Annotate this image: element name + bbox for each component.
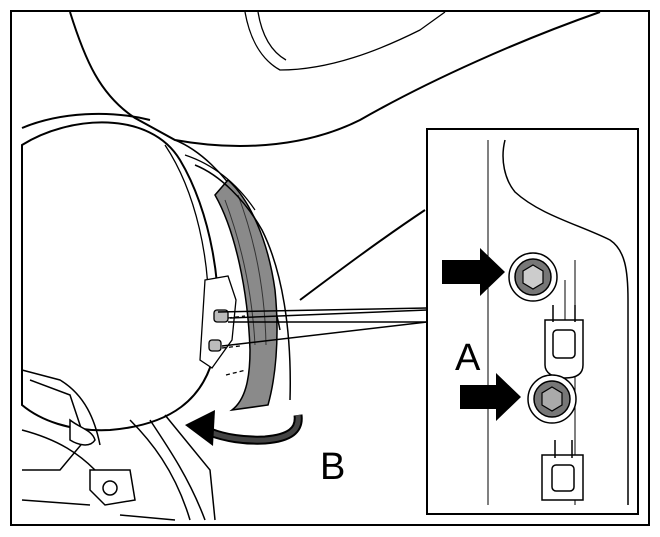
- block-arrow-icon: [460, 373, 521, 421]
- wheel-well-liner: [184, 154, 291, 412]
- leader-lines: [217, 307, 428, 347]
- callout-label-b: B: [320, 446, 346, 488]
- detail-frame: [426, 128, 639, 515]
- fastener-lower: [527, 374, 577, 424]
- retaining-clip-lower: [541, 440, 584, 501]
- callout-label-a: A: [455, 337, 481, 379]
- block-arrow-icon: [442, 248, 505, 296]
- curved-arrow-icon: [185, 410, 303, 446]
- detail-inset: [426, 128, 639, 515]
- lower-components: [21, 369, 216, 521]
- retaining-clip: [544, 305, 584, 379]
- fastener-upper: [508, 252, 558, 302]
